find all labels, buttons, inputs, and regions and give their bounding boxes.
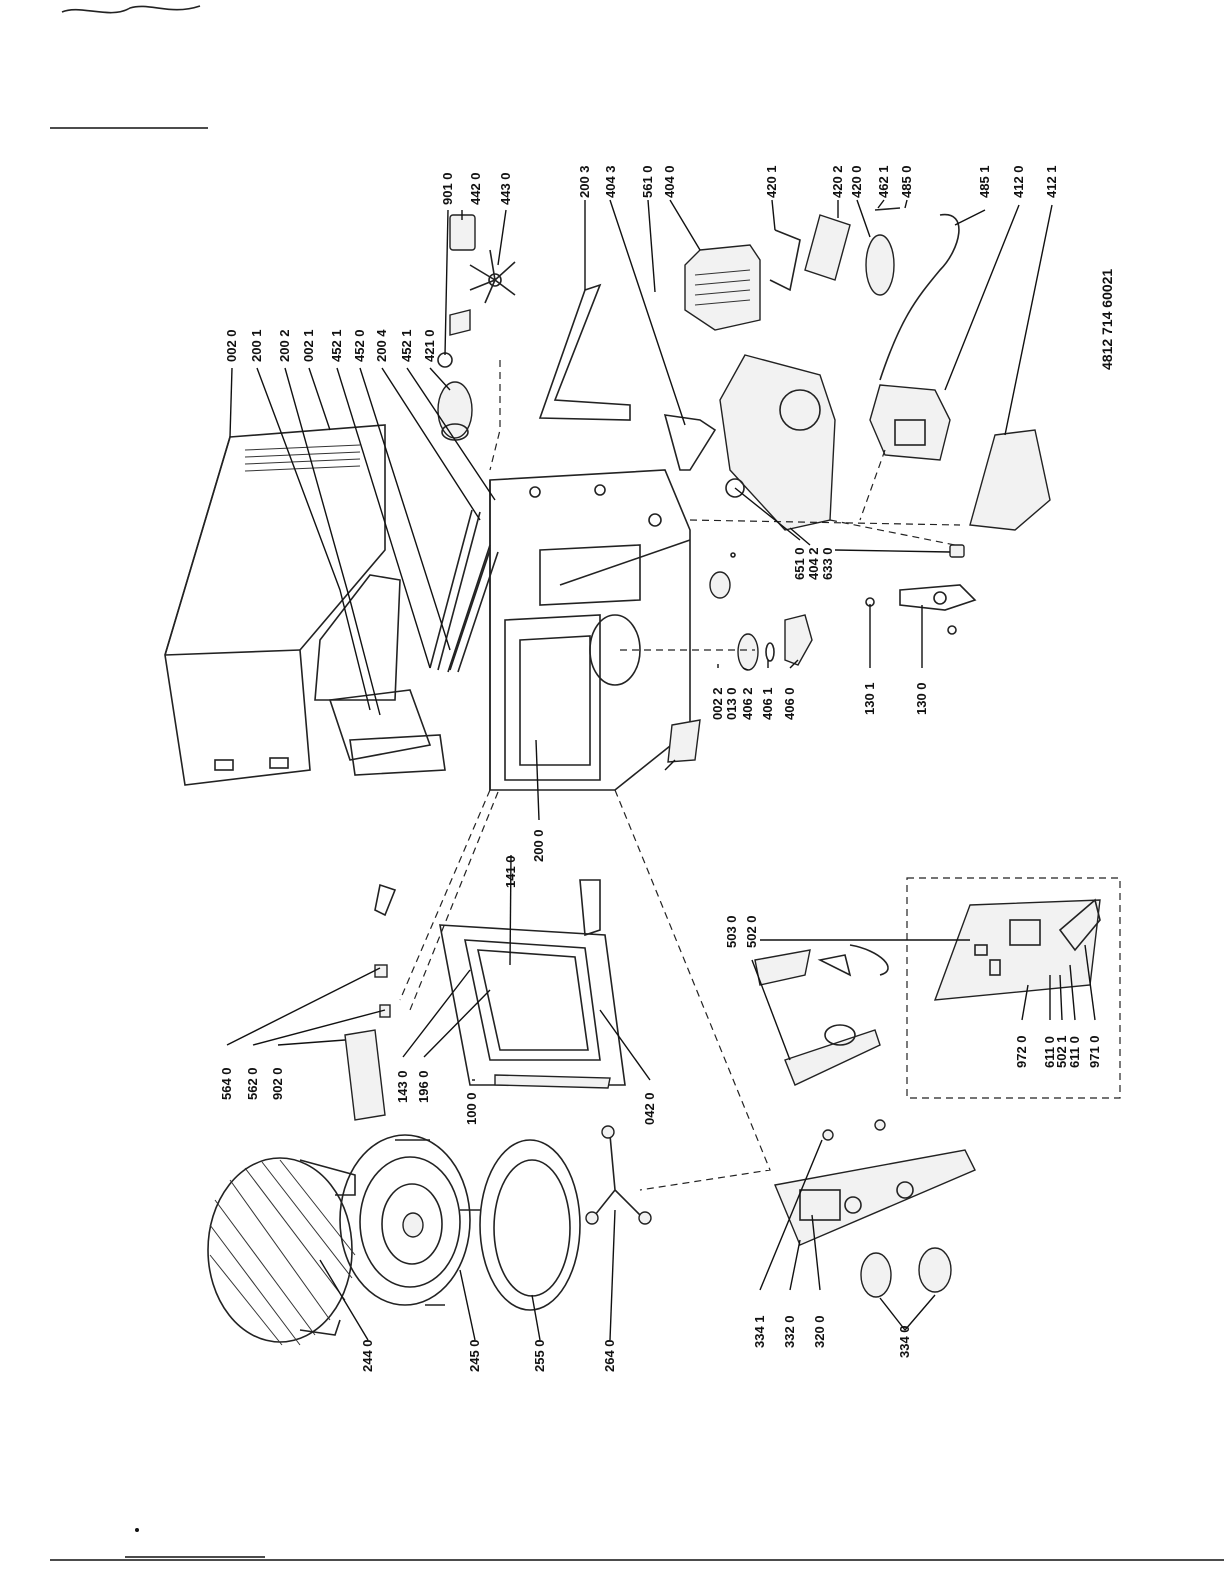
callout: 196 0 xyxy=(416,1070,431,1103)
callout: 404 3 xyxy=(603,165,618,198)
callout: 485 1 xyxy=(977,165,992,198)
callout: 002 1 xyxy=(301,329,316,362)
timer-module xyxy=(754,944,889,1086)
callout: 100 0 xyxy=(464,1092,479,1125)
door-latch xyxy=(865,584,977,635)
callout: 013 0 xyxy=(724,687,739,720)
callout: 611 0 xyxy=(1042,1036,1057,1068)
callout: 412 0 xyxy=(1011,165,1026,198)
callout: 200 0 xyxy=(531,829,546,862)
callout: 334 0 xyxy=(897,1325,912,1358)
oven-door xyxy=(439,924,626,1089)
callout: 264 0 xyxy=(602,1339,617,1372)
callout: 332 0 xyxy=(782,1315,797,1348)
callout: 485 0 xyxy=(899,165,914,198)
callout: 901 0 xyxy=(440,172,455,205)
callout: 502 0 xyxy=(744,915,759,948)
callout: 320 0 xyxy=(812,1315,827,1348)
callout: 503 0 xyxy=(724,915,739,948)
turntable-motor xyxy=(437,381,473,441)
callout: 042 0 xyxy=(642,1092,657,1125)
callout: 255 0 xyxy=(532,1339,547,1372)
rear-panel xyxy=(328,689,432,761)
transformer-cover xyxy=(969,429,1051,531)
callout: 130 1 xyxy=(862,682,877,715)
callout: 002 2 xyxy=(710,687,725,720)
callout: 143 0 xyxy=(395,1070,410,1103)
callout: 334 1 xyxy=(752,1315,767,1348)
transformer xyxy=(869,384,951,461)
callout: 502 1 xyxy=(1054,1035,1069,1068)
callout: 902 0 xyxy=(270,1067,285,1100)
callout: 406 2 xyxy=(740,687,755,720)
parts-artwork xyxy=(164,207,1121,1346)
callout: 561 0 xyxy=(640,165,655,198)
callout: 611 0 xyxy=(1067,1036,1082,1068)
callout: 130 0 xyxy=(914,682,929,715)
oven-cavity xyxy=(449,469,691,791)
scan-marks xyxy=(50,5,1224,1561)
callout: 404 0 xyxy=(662,165,677,198)
callout: 442 0 xyxy=(468,172,483,205)
fan-assembly xyxy=(437,214,516,368)
callout: 141 0 xyxy=(503,855,518,888)
callout: 420 0 xyxy=(849,165,864,198)
callout: 462 1 xyxy=(876,165,891,198)
turntable-drive xyxy=(737,614,813,671)
callout: 633 0 xyxy=(820,547,835,580)
callout: 200 1 xyxy=(249,329,264,362)
callout: 971 0 xyxy=(1087,1035,1102,1068)
callout: 564 0 xyxy=(219,1067,234,1100)
document-code: 4812 714 60021 xyxy=(1099,269,1115,370)
magnetron xyxy=(684,244,761,331)
callout: 412 1 xyxy=(1044,165,1059,198)
grill-rack xyxy=(207,1157,356,1346)
callout: 404 2 xyxy=(806,547,821,580)
callout: 452 0 xyxy=(352,329,367,362)
callout: 200 4 xyxy=(374,329,389,362)
callout: 200 3 xyxy=(577,165,592,198)
callout: 244 0 xyxy=(360,1339,375,1372)
callout: 651 0 xyxy=(792,547,807,580)
callout: 406 0 xyxy=(782,687,797,720)
callout: 002 0 xyxy=(224,329,239,362)
turntable-plate xyxy=(479,1139,581,1311)
callout: 406 1 xyxy=(760,687,775,720)
control-pcb xyxy=(933,898,1101,1001)
leader-lines xyxy=(226,199,1096,1341)
callout: 421 0 xyxy=(422,329,437,362)
callout: 443 0 xyxy=(498,172,513,205)
callout: 245 0 xyxy=(467,1339,482,1372)
control-knobs xyxy=(860,1247,952,1298)
callout: 452 1 xyxy=(329,329,344,362)
side-panel xyxy=(314,574,401,701)
chassis-assembly xyxy=(719,354,836,531)
grill-guard xyxy=(339,1134,480,1306)
hv-wire xyxy=(879,213,960,381)
control-panel xyxy=(774,1119,976,1246)
callout: 452 1 xyxy=(399,329,414,362)
callout-labels: 002 0 200 1 200 2 002 1 452 1 452 0 200 … xyxy=(219,165,1102,1372)
callout: 972 0 xyxy=(1014,1035,1029,1068)
callout: 562 0 xyxy=(245,1067,260,1100)
turntable-roller xyxy=(585,1125,652,1225)
bottom-plate xyxy=(349,734,446,776)
side-bracket xyxy=(538,283,631,421)
callout: 200 2 xyxy=(277,329,292,362)
control-pcb-frame xyxy=(906,877,1121,1099)
callout: 420 1 xyxy=(764,165,779,198)
callout: 420 2 xyxy=(830,165,845,198)
